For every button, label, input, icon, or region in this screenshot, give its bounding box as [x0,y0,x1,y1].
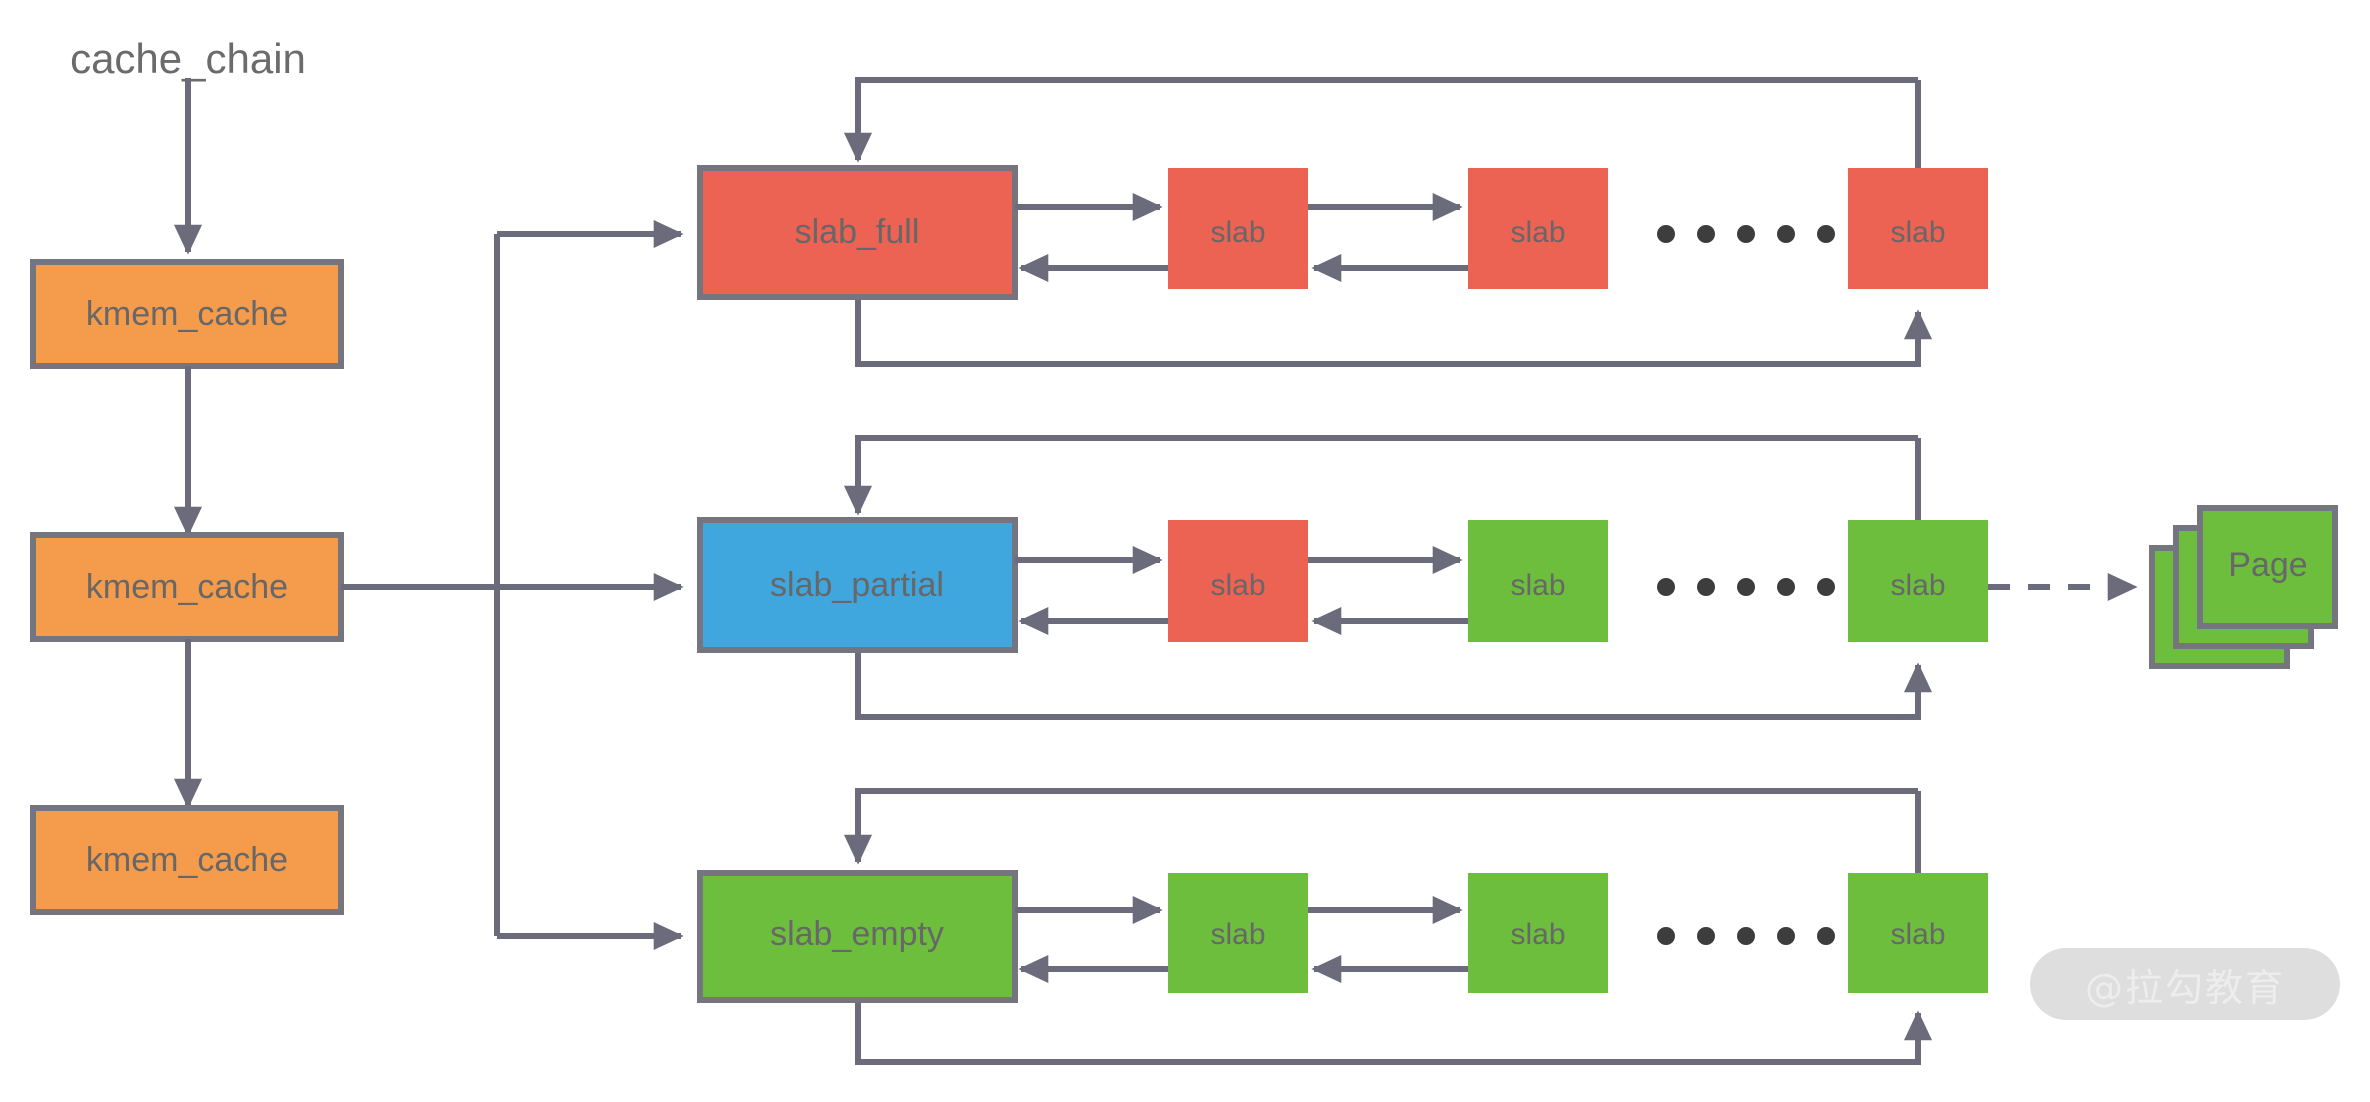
row1-slab-label-3: slab [1890,216,1945,249]
row2-slab-box-3[interactable] [1848,520,1988,642]
slab-empty-head-label: slab_empty [770,915,944,953]
slab-full-head-box[interactable] [697,165,1018,300]
row2-slab-label-1: slab [1210,569,1265,602]
slab-empty-head-box[interactable] [697,870,1018,1003]
row1-slab-box-2[interactable] [1468,168,1608,289]
row2-slab-label-2: slab [1510,569,1565,602]
page-stack-label: Page [2228,546,2307,584]
watermark-text: @拉勾教育 [2084,965,2285,1010]
watermark: @拉勾教育 [2030,948,2340,1020]
row1-slab-label-2: slab [1510,216,1565,249]
slab-partial-head-label: slab_partial [770,566,944,604]
edge-row2-tail-to-head-top [843,435,1918,516]
row3-slab-box-3[interactable] [1848,873,1988,993]
edge-row1-tail-to-head-top [843,77,1918,163]
row2-slab-label-3: slab [1890,569,1945,602]
kmem-cache-label-1: kmem_cache [86,295,288,333]
edge-row3-tail-to-head-top [843,788,1918,865]
slab-partial-head-box[interactable] [697,517,1018,653]
row1-slab-box-1[interactable] [1168,168,1308,289]
row1-ellipsis [1657,225,1875,243]
row2-slab-box-1[interactable] [1168,520,1308,642]
row3-slab-label-2: slab [1510,918,1565,951]
row2-ellipsis [1657,578,1875,596]
row3-ellipsis [1657,927,1875,945]
cache-chain-title: cache_chain [70,35,306,82]
row3-slab-label-1: slab [1210,918,1265,951]
row3-slab-box-1[interactable] [1168,873,1308,993]
kmem-cache-box-3[interactable] [30,805,344,915]
row2-slab-box-2[interactable] [1468,520,1608,642]
row3-slab-box-2[interactable] [1468,873,1608,993]
kmem-cache-label-3: kmem_cache [86,841,288,879]
slab-full-head-label: slab_full [795,213,920,251]
kmem-cache-label-2: kmem_cache [86,568,288,606]
row1-slab-label-1: slab [1210,216,1265,249]
edge-row1-head-to-tail-bottom [855,297,1933,367]
page-stack-layer-1[interactable] [2197,505,2338,629]
row3-slab-label-3: slab [1890,918,1945,951]
edge-row3-head-to-tail-bottom [855,1000,1933,1065]
edge-row2-head-to-tail-bottom [855,650,1933,720]
row1-slab-box-3[interactable] [1848,168,1988,289]
